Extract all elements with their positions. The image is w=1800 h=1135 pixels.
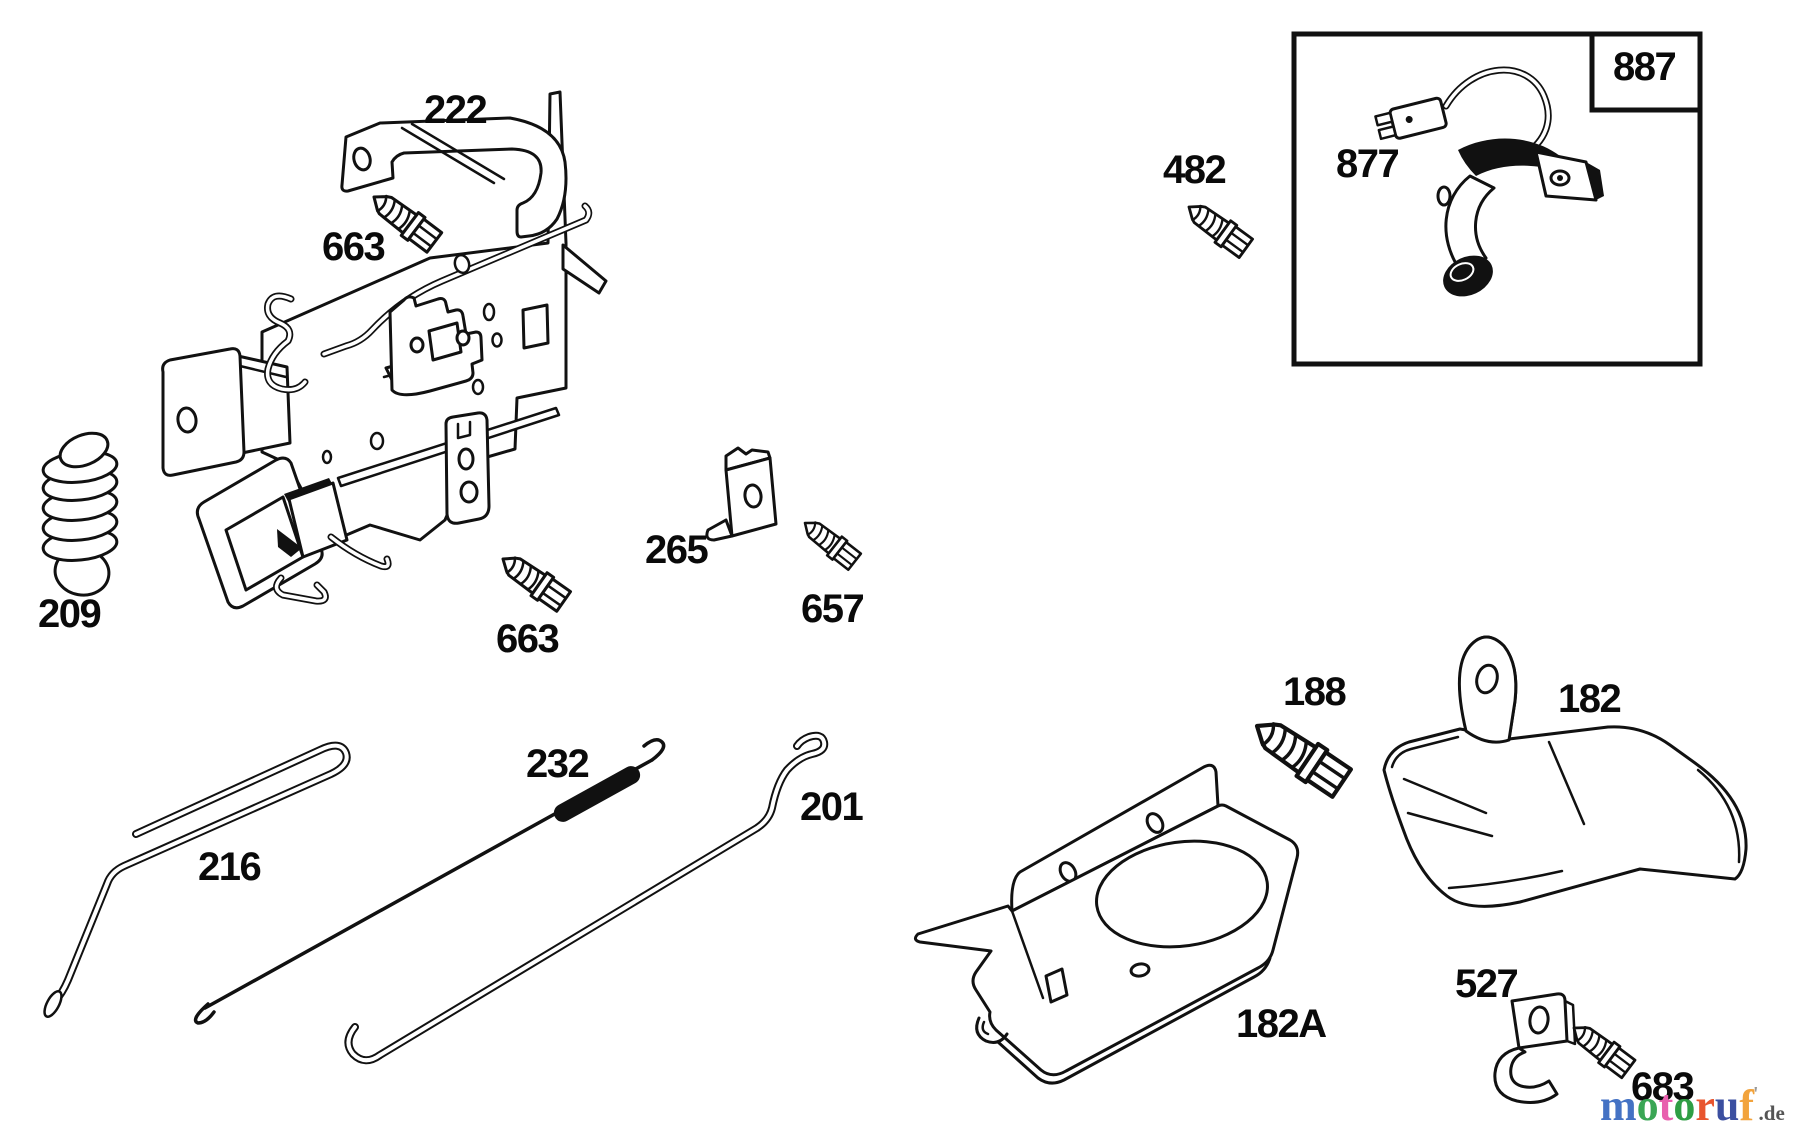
screw-663-bottom-drawing (493, 546, 574, 615)
callout-887: 887 (1613, 45, 1677, 89)
screw-683-drawing (1564, 1016, 1638, 1081)
callout-209: 209 (38, 592, 102, 636)
ignition-pickup-877-drawing (1374, 66, 1604, 297)
callout-232: 232 (526, 742, 590, 786)
link-spring-232-drawing (193, 738, 666, 1025)
clamp-265-drawing (705, 446, 778, 542)
inset-box-887 (1291, 31, 1703, 367)
spring-209-drawing (41, 431, 119, 597)
callout-663-top: 663 (322, 225, 386, 269)
callout-182: 182 (1558, 677, 1622, 721)
rod-201-drawing (344, 731, 829, 1065)
motoruf-watermark: motoruf'.de (1600, 1084, 1785, 1128)
control-bracket-222-drawing (161, 90, 608, 610)
callout-683: 683 (1631, 1065, 1695, 1109)
clip-527-drawing (1493, 992, 1577, 1104)
callout-201: 201 (800, 785, 864, 829)
control-plate-182A-drawing (913, 763, 1300, 1085)
logo-letter: r (1695, 1081, 1715, 1130)
callout-657: 657 (801, 587, 865, 631)
logo-letter: o (1636, 1081, 1659, 1130)
logo-suffix: .de (1758, 1101, 1785, 1125)
callout-182A: 182A (1236, 1002, 1327, 1046)
callout-877: 877 (1336, 142, 1400, 186)
logo-letter: t (1658, 1081, 1674, 1130)
callout-222: 222 (424, 88, 488, 132)
logo-letter: m (1600, 1081, 1637, 1130)
callout-265: 265 (645, 528, 709, 572)
screw-482-drawing (1179, 194, 1256, 261)
logo-letter: f (1739, 1081, 1754, 1130)
logo-tick: ' (1752, 1083, 1759, 1105)
callout-527: 527 (1455, 962, 1519, 1006)
callout-188: 188 (1283, 670, 1347, 714)
screw-188-drawing (1246, 710, 1352, 799)
bracket-182-drawing (1382, 635, 1748, 908)
logo-letter: o (1673, 1081, 1696, 1130)
callout-216: 216 (198, 845, 262, 889)
logo-letter: u (1714, 1081, 1740, 1130)
callout-482: 482 (1163, 148, 1227, 192)
callout-663-bottom: 663 (496, 617, 560, 661)
rod-216-drawing (43, 741, 351, 1018)
screw-657-drawing (796, 512, 864, 573)
